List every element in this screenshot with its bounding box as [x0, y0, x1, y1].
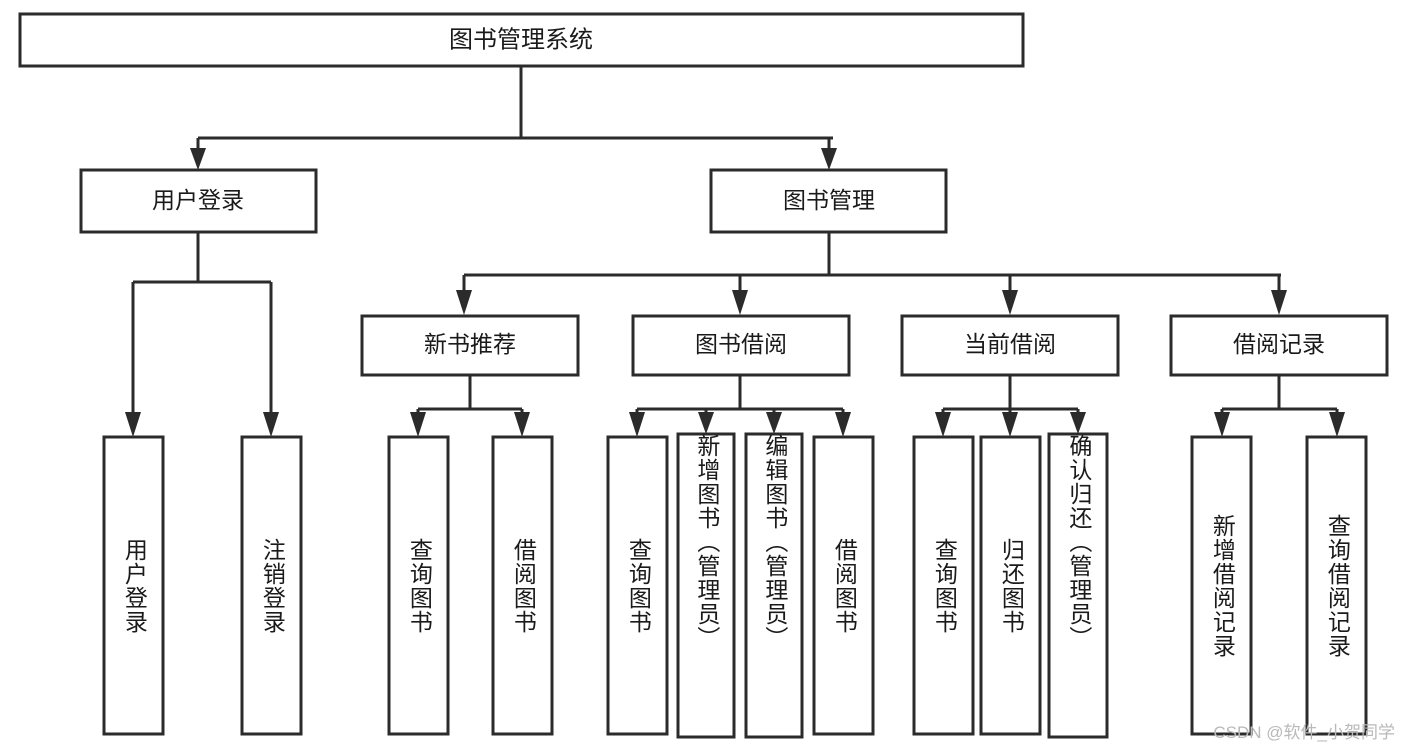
leaf-box-borrow-book-nb[interactable] — [491, 435, 554, 736]
leaf-box-edit-book-admin[interactable] — [744, 432, 804, 739]
leaf-box-user-login[interactable] — [102, 435, 165, 736]
leaf-box-borrow-book-bb[interactable] — [812, 435, 875, 736]
connector-group-current-borrow — [935, 375, 1086, 437]
arrowhead-book-borrow — [732, 290, 748, 315]
node-borrow-record-label: 借阅记录 — [1233, 331, 1325, 357]
leaf-box-logout[interactable] — [240, 435, 303, 736]
arrowhead-bb-leaf-4 — [835, 412, 851, 437]
connector-group-book-mgmt — [456, 232, 1287, 315]
leaf-box-confirm-return-admin[interactable] — [1047, 432, 1109, 739]
watermark-text: CSDN @软件_小贺同学 — [1213, 723, 1395, 742]
arrowhead-nb-leaf-1 — [410, 412, 426, 437]
node-root-box[interactable] — [18, 12, 1025, 68]
arrowhead-current-borrow — [1002, 290, 1018, 315]
connector-group-book-borrow — [629, 375, 851, 437]
connector-group-user-login — [125, 232, 279, 437]
node-user-login-label: 用户登录 — [152, 187, 244, 213]
node-borrow-record-box[interactable] — [1169, 314, 1389, 377]
node-new-book-recommend-label: 新书推荐 — [424, 331, 516, 357]
leaf-box-return-book[interactable] — [979, 435, 1042, 736]
node-book-borrow-box[interactable] — [631, 314, 851, 377]
node-book-management-label: 图书管理 — [783, 187, 875, 213]
connector-group-borrow-record — [1214, 375, 1345, 437]
node-book-management-box[interactable] — [709, 168, 948, 234]
leaf-box-add-book-admin[interactable] — [676, 432, 736, 739]
arrowhead-cb-leaf-1 — [935, 412, 951, 437]
connector-group-new-book — [410, 375, 530, 437]
leaf-box-query-book-cb[interactable] — [912, 435, 975, 736]
node-user-login-box[interactable] — [79, 168, 318, 234]
arrowhead-nb-leaf-2 — [514, 412, 530, 437]
arrowhead-bb-leaf-1 — [629, 412, 645, 437]
connector-group-root — [190, 66, 837, 170]
arrowhead-user-login — [190, 148, 206, 170]
node-current-borrow-label: 当前借阅 — [964, 331, 1056, 357]
arrowhead-leaf-logout — [263, 412, 279, 437]
arrowhead-br-leaf-1 — [1214, 412, 1230, 437]
arrowhead-br-leaf-2 — [1329, 412, 1345, 437]
leaf-box-query-borrow-record[interactable] — [1305, 435, 1368, 736]
arrowhead-book-mgmt — [821, 148, 837, 170]
node-root-label: 图书管理系统 — [449, 26, 593, 53]
arrowhead-leaf-user-login — [125, 412, 141, 437]
leaf-box-query-book-bb[interactable] — [606, 435, 669, 736]
arrowhead-cb-leaf-3 — [1070, 412, 1086, 434]
arrowhead-new-book — [456, 290, 472, 315]
node-book-borrow-label: 图书借阅 — [695, 331, 787, 357]
leaf-box-add-borrow-record[interactable] — [1190, 435, 1253, 736]
arrowhead-cb-leaf-2 — [1002, 412, 1018, 437]
arrowhead-borrow-record — [1271, 290, 1287, 315]
node-current-borrow-box[interactable] — [900, 314, 1120, 377]
leaf-box-query-book-nb[interactable] — [387, 435, 450, 736]
arrowhead-bb-leaf-3 — [766, 412, 782, 434]
node-new-book-recommend-box[interactable] — [360, 314, 580, 377]
arrowhead-bb-leaf-2 — [698, 412, 714, 434]
